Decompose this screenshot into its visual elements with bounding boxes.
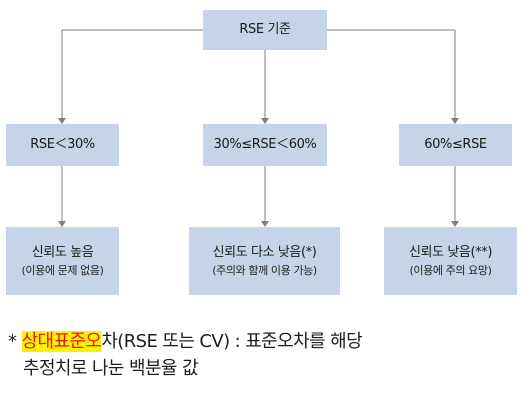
arrowhead-center-leaf xyxy=(261,221,269,227)
result-node-high-reliability: 신뢰도 높음 (이용에 문제 없음) xyxy=(6,227,119,295)
condition-label: 30%≤RSE＜60% xyxy=(213,137,317,152)
result-title: 신뢰도 낮음(**) xyxy=(408,244,493,260)
result-note: (주의와 함께 이용 가능) xyxy=(212,263,317,277)
result-title: 신뢰도 다소 낮음(*) xyxy=(212,244,317,260)
result-note: (이용에 문제 없음) xyxy=(21,263,104,277)
connector-lines xyxy=(58,29,459,227)
arrowhead-left-leaf xyxy=(58,221,66,227)
footnote: * 상대표준오차(RSE 또는 CV) : 표준오차를 해당 추정치로 나눈 백… xyxy=(8,328,518,382)
arrowhead-center-mid xyxy=(261,118,269,124)
result-note: (이용에 주의 요망) xyxy=(409,263,492,277)
result-title: 신뢰도 높음 xyxy=(31,244,94,260)
arrowhead-right-mid xyxy=(451,118,459,124)
root-node: RSE 기준 xyxy=(203,10,327,50)
condition-node-low: RSE＜30% xyxy=(6,124,119,166)
arrowhead-left-mid xyxy=(58,118,66,124)
footnote-bullet: * xyxy=(8,331,17,352)
condition-node-high: 60%≤RSE xyxy=(399,124,512,166)
condition-label: RSE＜30% xyxy=(30,137,95,152)
footnote-line-2: 추정치로 나눈 백분율 값 xyxy=(23,358,199,379)
root-label: RSE 기준 xyxy=(239,22,291,37)
footnote-highlight: 상대표준오 xyxy=(21,331,102,352)
footnote-line-1: * 상대표준오차(RSE 또는 CV) : 표준오차를 해당 xyxy=(8,328,518,355)
arrowhead-right-leaf xyxy=(451,221,459,227)
condition-node-medium: 30%≤RSE＜60% xyxy=(203,124,327,166)
footnote-text: 차(RSE 또는 CV) : 표준오차를 해당 xyxy=(101,331,363,352)
condition-label: 60%≤RSE xyxy=(424,137,487,152)
result-node-moderate-reliability: 신뢰도 다소 낮음(*) (주의와 함께 이용 가능) xyxy=(189,227,340,295)
result-node-low-reliability: 신뢰도 낮음(**) (이용에 주의 요망) xyxy=(384,227,517,295)
